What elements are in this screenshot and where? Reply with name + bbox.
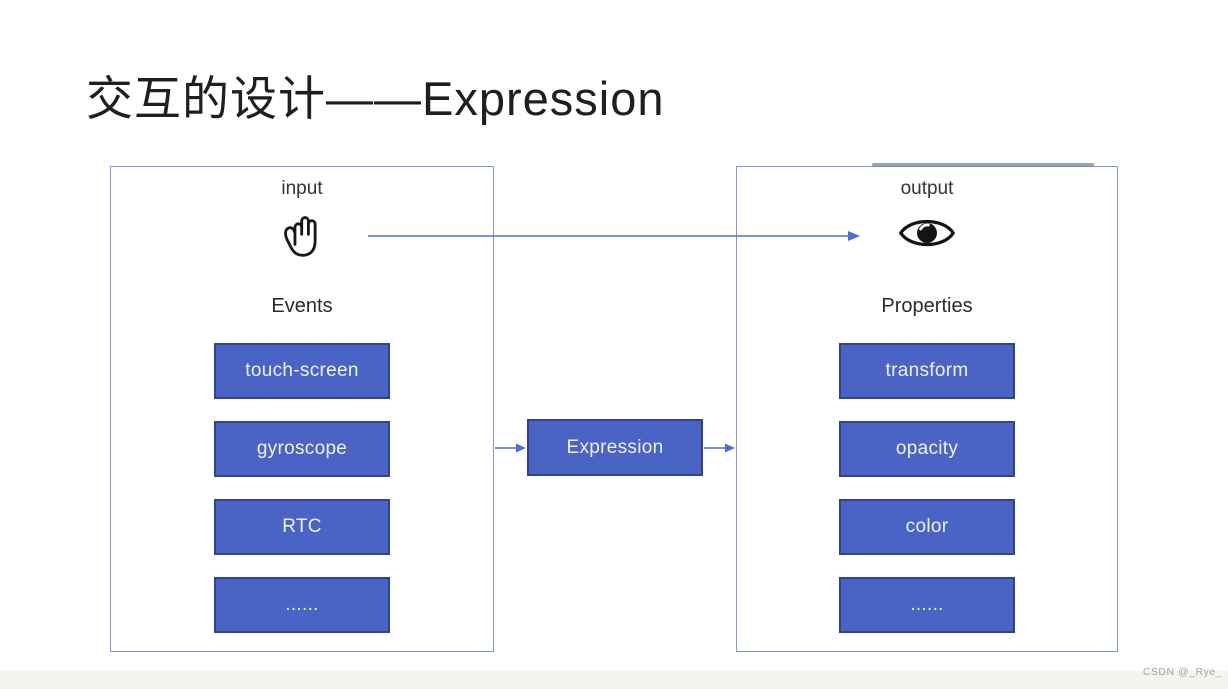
event-item-more: ...... <box>214 577 390 633</box>
watermark: CSDN @_Rye_ <box>1142 666 1222 678</box>
hand-icon <box>111 206 493 264</box>
event-item-gyroscope: gyroscope <box>214 421 390 477</box>
input-panel: input Events touch-screen gyroscope RTC … <box>110 166 494 652</box>
slide-title: 交互的设计——Expression <box>86 72 665 125</box>
property-item-transform: transform <box>839 343 1015 399</box>
output-panel: output Properties transform opacity colo… <box>736 166 1118 652</box>
events-label: Events <box>271 295 333 317</box>
event-item-touch-screen: touch-screen <box>214 343 390 399</box>
input-label: input <box>281 178 323 199</box>
expression-box: Expression <box>527 419 703 476</box>
top-border-segment <box>872 163 1094 167</box>
property-item-color: color <box>839 499 1015 555</box>
output-label: output <box>900 178 954 199</box>
property-item-opacity: opacity <box>839 421 1015 477</box>
property-item-more: ...... <box>839 577 1015 633</box>
bottom-strip <box>0 671 1228 689</box>
event-item-rtc: RTC <box>214 499 390 555</box>
event-list: touch-screen gyroscope RTC ...... <box>214 343 390 633</box>
eye-icon <box>737 211 1117 255</box>
properties-label: Properties <box>881 295 973 317</box>
property-list: transform opacity color ...... <box>839 343 1015 633</box>
